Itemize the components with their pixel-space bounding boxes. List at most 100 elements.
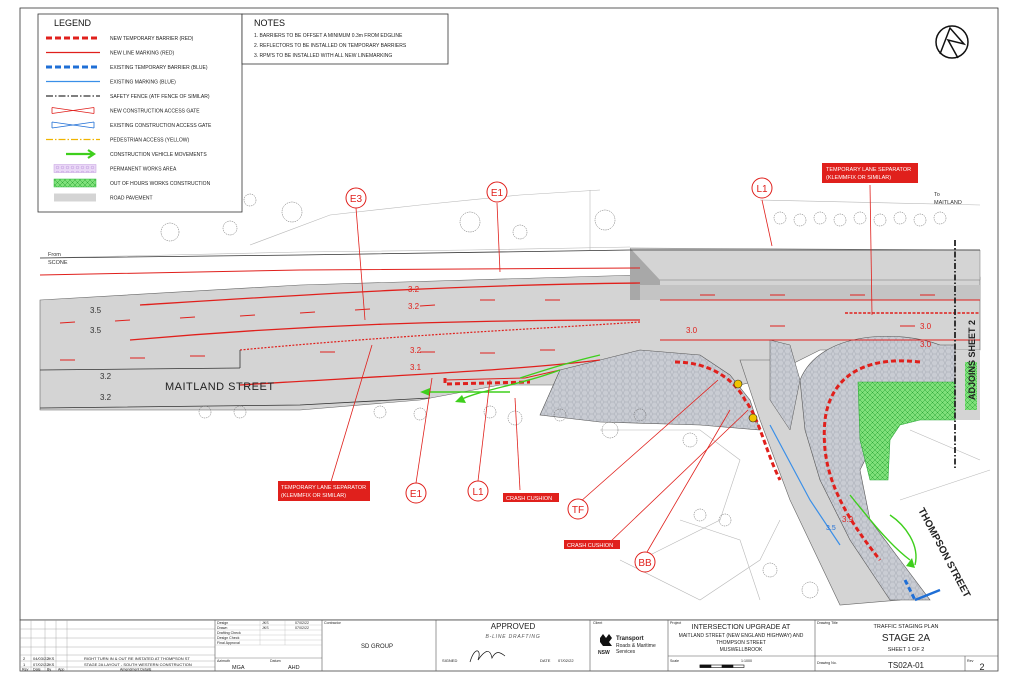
date-label: DATE — [540, 658, 551, 663]
lane-width-32d: 3.2 — [408, 302, 420, 311]
legend-symbol-icon — [54, 193, 96, 202]
azimuth-value: MGA — [232, 665, 245, 671]
tree-icon — [893, 211, 907, 225]
legend-label: PERMANENT WORKS AREA — [110, 167, 177, 173]
tree-icon — [633, 408, 647, 422]
legend-symbol-icon — [51, 107, 95, 114]
legend-row: EXISTING CONSTRUCTION ACCESS GATE — [51, 121, 212, 129]
role-drafting-check: Drafting Check — [217, 631, 241, 635]
tree-icon — [413, 407, 427, 421]
tree-icon — [813, 211, 827, 225]
rev-hdr-date: Date — [33, 668, 41, 672]
nsw-label: NSW — [598, 650, 610, 656]
lane-width-32e: 3.2 — [410, 346, 422, 355]
tree-icon — [459, 211, 481, 233]
callout-l1-bottom: L1 — [472, 487, 484, 498]
legend-row: EXISTING MARKING (BLUE) — [46, 80, 176, 86]
callout-e1-bottom: E1 — [410, 489, 423, 500]
tree-icon — [553, 408, 567, 422]
rev-hdr-amendment: Amendment Details — [120, 668, 152, 672]
out-of-hours-strip — [965, 362, 977, 410]
project-line-2: MAITLAND STREET (NEW ENGLAND HIGHWAY) AN… — [679, 633, 804, 639]
tree-icon — [793, 213, 807, 227]
approved-label: APPROVED — [491, 622, 536, 631]
pedestrian-marker-2 — [748, 413, 758, 423]
temp-sep-bottom-box — [278, 481, 370, 501]
tree-icon — [773, 211, 787, 225]
lane-width-35b: 3.5 — [90, 326, 102, 335]
rev-1-no: 1 — [23, 662, 26, 667]
legend-label: EXISTING MARKING (BLUE) — [110, 80, 176, 86]
legend-row: ROAD PAVEMENT — [54, 193, 153, 202]
drawing-no-value: TS02A-01 — [888, 661, 925, 670]
existing-barrier-blue — [769, 424, 941, 602]
role-design: Design — [217, 621, 228, 625]
legend-row: OUT OF HOURS WORKS CONSTRUCTION — [53, 178, 211, 188]
legend-label: NEW CONSTRUCTION ACCESS GATE — [110, 109, 200, 115]
tree-icon — [512, 224, 528, 240]
rev-1-by: JKS — [47, 662, 55, 667]
tree-icon — [801, 581, 819, 599]
role-final-approval: Final Approval — [217, 641, 240, 645]
rev-hdr-by: By — [47, 668, 51, 672]
azimuth-label: Azimuth — [217, 659, 230, 663]
tree-icon — [233, 405, 247, 419]
legend-row: NEW TEMPORARY BARRIER (RED) — [46, 36, 194, 42]
client-org-3: Services — [616, 649, 636, 655]
legend-label: CONSTRUCTION VEHICLE MOVEMENTS — [110, 152, 207, 158]
legend-symbol-icon — [66, 149, 96, 159]
lane-width-31: 3.1 — [410, 363, 422, 372]
project-line-1: INTERSECTION UPGRADE AT — [692, 624, 791, 631]
tree-icon — [682, 432, 698, 448]
legend-row: SAFETY FENCE (ATF FENCE OF SIMILAR) — [46, 94, 210, 100]
to-label: To — [934, 192, 940, 198]
datum-value: AHD — [288, 665, 300, 671]
crash-cushion-2: CRASH CUSHION — [567, 543, 613, 549]
legend-label: EXISTING TEMPORARY BARRIER (BLUE) — [110, 65, 208, 71]
legend-label: OUT OF HOURS WORKS CONSTRUCTION — [110, 181, 211, 187]
legend-label: PEDESTRIAN ACCESS (YELLOW) — [110, 138, 190, 144]
note-3: 3. RPM'S TO BE INSTALLED WITH ALL NEW LI… — [254, 53, 392, 59]
legend-symbol-icon — [53, 164, 97, 173]
tree-icon — [873, 213, 887, 227]
construction-vehicle-movements — [425, 354, 917, 566]
drawing-no-label: Drawing No. — [817, 661, 837, 665]
trees — [160, 193, 947, 599]
callout-e3: E3 — [350, 194, 363, 205]
barrier-left-edge — [444, 369, 561, 381]
contractor-label: Contractor — [324, 621, 342, 625]
role-drawn-date: 07/02/22 — [295, 626, 309, 630]
legend-label: NEW LINE MARKING (RED) — [110, 51, 175, 57]
lane-width-39: 3.9 — [842, 515, 854, 524]
rev-hdr-app: App — [58, 668, 64, 672]
lane-width-30b: 3.0 — [920, 322, 932, 331]
drawing-title-label: Drawing Title — [817, 621, 838, 625]
title-line-2: STAGE 2A — [882, 633, 930, 644]
rev-2-by: JKS — [47, 656, 55, 661]
scone-label: SCONE — [48, 260, 68, 266]
legend-label: EXISTING CONSTRUCTION ACCESS GATE — [110, 123, 212, 129]
role-drawn: Drawn — [217, 626, 227, 630]
client-org-1: Transport — [616, 636, 644, 642]
drafting-label: B-LINE DRAFTING — [485, 634, 540, 640]
tree-icon — [833, 213, 847, 227]
temp-sep-top-line2: (KLEMMFIX OR SIMILAR) — [826, 175, 891, 181]
maitland-street-label: MAITLAND STREET — [165, 381, 275, 393]
legend-row: EXISTING TEMPORARY BARRIER (BLUE) — [46, 65, 208, 71]
lane-width-35c: 3.5 — [826, 525, 836, 532]
lane-width-30c: 3.0 — [920, 340, 932, 349]
legend-label: NEW TEMPORARY BARRIER (RED) — [110, 36, 194, 42]
callout-l1-top: L1 — [756, 184, 768, 195]
legend-row: PEDESTRIAN ACCESS (YELLOW) — [46, 138, 190, 144]
rev-value: 2 — [979, 662, 984, 672]
note-2: 2. REFLECTORS TO BE INSTALLED ON TEMPORA… — [254, 43, 407, 49]
from-label: From — [48, 252, 61, 258]
rev-1-date: 07/02/22 — [33, 662, 49, 667]
adjoins-sheet-label: ADJOINS SHEET 2 — [967, 320, 977, 400]
title-line-1: TRAFFIC STAGING PLAN — [874, 624, 939, 630]
legend-items: NEW TEMPORARY BARRIER (RED) NEW LINE MARK… — [46, 36, 212, 202]
project-label: Project — [670, 621, 681, 625]
rev-1-desc: STAGE 2A LAYOUT - SOUTH WESTERN CONSTRUC… — [84, 662, 192, 667]
role-design-date: 07/02/22 — [295, 621, 309, 625]
